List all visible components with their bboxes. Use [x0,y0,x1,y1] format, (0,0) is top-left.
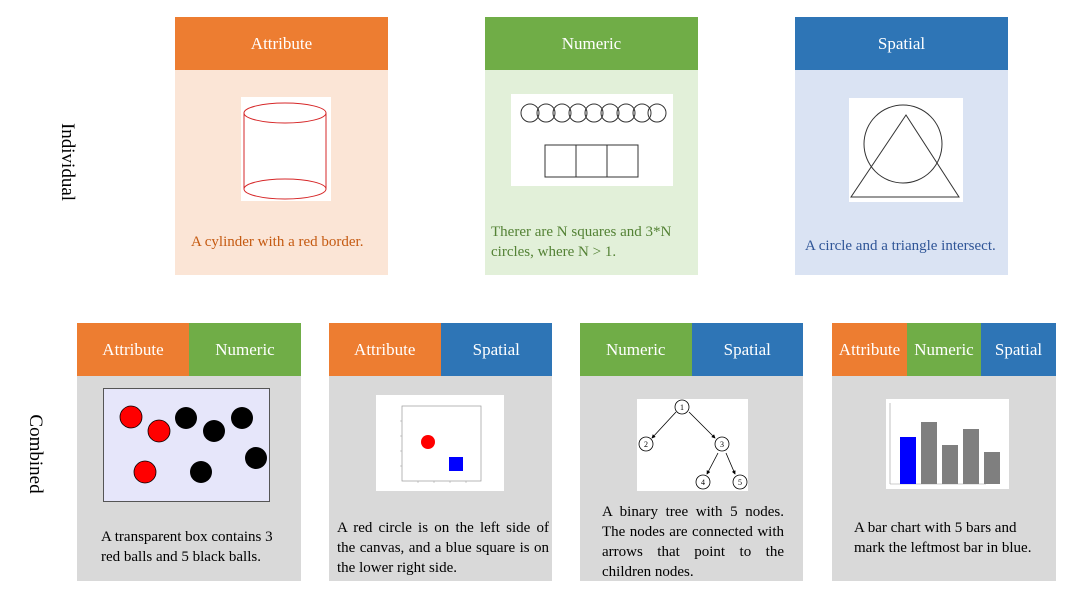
balls-box-figure [103,388,270,502]
card-header: Spatial [795,17,1008,70]
card-numeric: Numeric Therer are N squares and 3*N cir… [485,17,698,275]
header-spatial: Spatial [691,323,803,376]
row-label-individual: Individual [57,122,78,202]
header-attribute: Attribute [329,323,441,376]
header-numeric: Numeric [907,323,981,376]
row-label-combined: Combined [25,414,46,494]
card-description: A binary tree with 5 nodes. The nodes ar… [602,504,784,580]
header-numeric: Numeric [485,17,698,70]
card-description: A circle and a triangle intersect. [805,238,996,254]
card-attribute-numeric: Attribute Numeric A transparent box cont… [77,323,301,581]
tree-node-label: 3 [720,440,724,449]
cylinder-figure [241,97,331,201]
card-numeric-spatial: Numeric Spatial 1 2 [580,323,803,581]
card-description: A cylinder with a red border. [191,234,364,250]
card-header: Attribute Numeric [77,323,301,376]
card-description: A red circle is on the left side of the … [337,520,549,576]
header-attribute: Attribute [832,323,907,376]
card-attribute: Attribute A cylinder with a red border. [175,17,388,275]
tree-node-label: 1 [680,403,684,412]
tree-node-label: 5 [738,478,742,487]
circles-squares-figure [511,94,673,186]
card-header: Numeric Spatial [580,323,803,376]
header-spatial: Spatial [795,17,1008,70]
card-header: Numeric [485,17,698,70]
header-attribute: Attribute [175,17,388,70]
circle-triangle-figure [849,98,963,202]
circle-square-plot-figure [376,395,504,491]
tree-node-label: 4 [701,478,705,487]
card-spatial: Spatial A circle and a triangle intersec… [795,17,1008,275]
header-spatial: Spatial [440,323,552,376]
card-header: Attribute Numeric Spatial [832,323,1056,376]
card-attribute-numeric-spatial: Attribute Numeric Spatial A bar chart wi… [832,323,1056,581]
card-header: Attribute Spatial [329,323,552,376]
card-description: A bar chart with 5 bars and mark the lef… [854,520,1032,556]
header-attribute: Attribute [77,323,189,376]
header-numeric: Numeric [580,323,692,376]
card-description: Therer are N squares and 3*N circles, wh… [491,224,672,260]
header-spatial: Spatial [981,323,1056,376]
card-description: A transparent box contains 3 red balls a… [101,529,273,565]
card-attribute-spatial: Attribute Spatial A red circle is on the… [329,323,552,581]
tree-node-label: 2 [644,440,648,449]
header-numeric: Numeric [189,323,301,376]
card-header: Attribute [175,17,388,70]
bar-chart-figure [886,399,1009,489]
binary-tree-figure: 1 2 3 4 5 [637,399,748,491]
